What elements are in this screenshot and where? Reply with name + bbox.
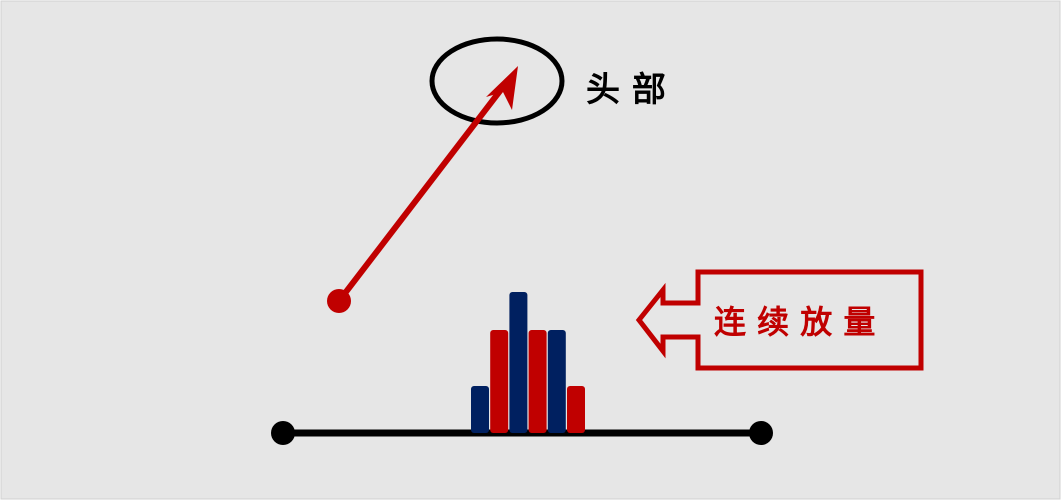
head-label: 头 部	[586, 70, 666, 110]
arrow-shaft	[336, 85, 506, 303]
volume-bar	[567, 386, 585, 433]
continuous-volume-label: 连 续 放 量	[714, 303, 875, 341]
volume-bar	[471, 386, 489, 433]
volume-bar	[509, 292, 528, 433]
volume-bar	[547, 330, 566, 433]
baseline-left-dot	[271, 421, 295, 445]
arrow-start-dot	[327, 289, 351, 313]
callout-arrow-box	[635, 269, 924, 371]
head-ellipse	[429, 36, 565, 126]
volume-bar	[490, 330, 509, 433]
arrow-head-icon	[486, 66, 518, 110]
volume-bar	[528, 330, 547, 433]
volume-bars	[471, 292, 585, 433]
baseline-right-dot	[749, 421, 773, 445]
